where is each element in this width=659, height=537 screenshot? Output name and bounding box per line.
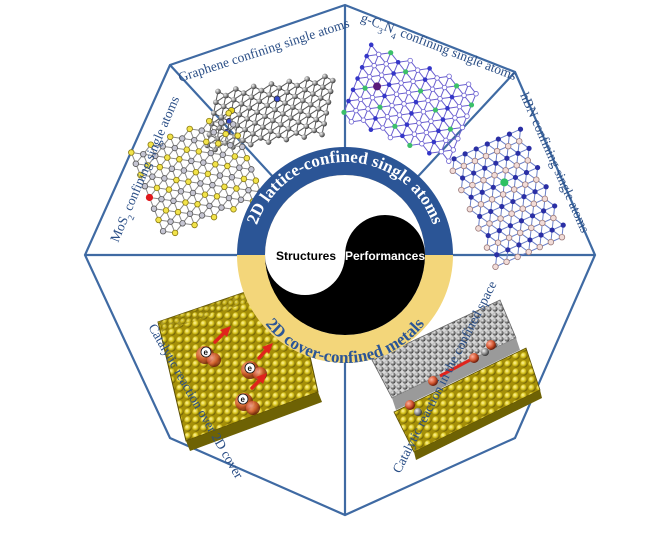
svg-text:e: e	[241, 395, 246, 404]
ring-top-band	[237, 147, 453, 255]
g-c3n4-lattice-icon	[341, 42, 479, 164]
confined-space-icon	[371, 299, 542, 460]
svg-text:e: e	[248, 364, 253, 373]
ring-bottom-band	[237, 255, 453, 363]
structures-label: Structures	[276, 249, 336, 263]
graphene-lattice-icon	[204, 73, 336, 153]
hbn-lattice-icon	[449, 126, 566, 270]
octagon-frame	[83, 3, 597, 517]
performances-label: Performances	[345, 249, 425, 263]
yin-yang-icon: Structures Performances	[265, 175, 425, 335]
svg-text:e: e	[204, 348, 209, 357]
